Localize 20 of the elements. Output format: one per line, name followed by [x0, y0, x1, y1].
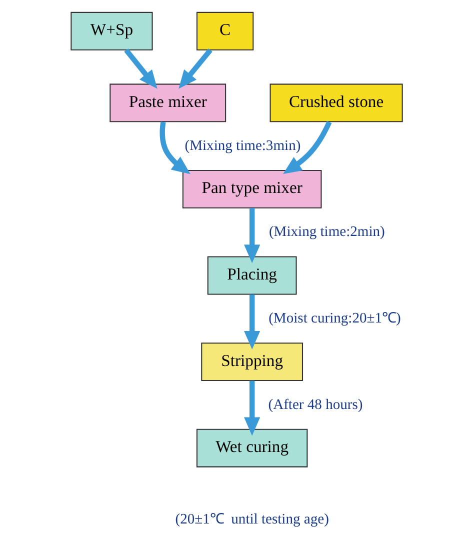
edge-label: (Mixing time:2min): [268, 224, 385, 240]
node-box: Placing: [207, 256, 297, 295]
arrow: [124, 48, 158, 89]
node-box: Paste mixer: [110, 84, 226, 122]
edge-label: (After 48 hours): [268, 396, 363, 413]
node-box: W+Sp: [70, 12, 153, 50]
arrow: [244, 208, 260, 264]
node-box: Pan type mixer: [182, 170, 322, 208]
edge-label: (Moist curing:20±1℃): [268, 310, 401, 326]
node-box: C: [196, 12, 254, 50]
arrow: [178, 48, 212, 89]
node-box: Wet curing: [196, 428, 308, 468]
arrow: [244, 380, 260, 436]
edge-label: (Mixing time:3min): [184, 138, 301, 154]
arrow: [160, 122, 190, 174]
node-box: Stripping: [201, 342, 304, 382]
arrow: [244, 294, 260, 350]
node-box: Crushed stone: [270, 84, 403, 122]
arrow: [283, 120, 332, 174]
node-label: (20±1℃ until testing age): [175, 512, 329, 528]
